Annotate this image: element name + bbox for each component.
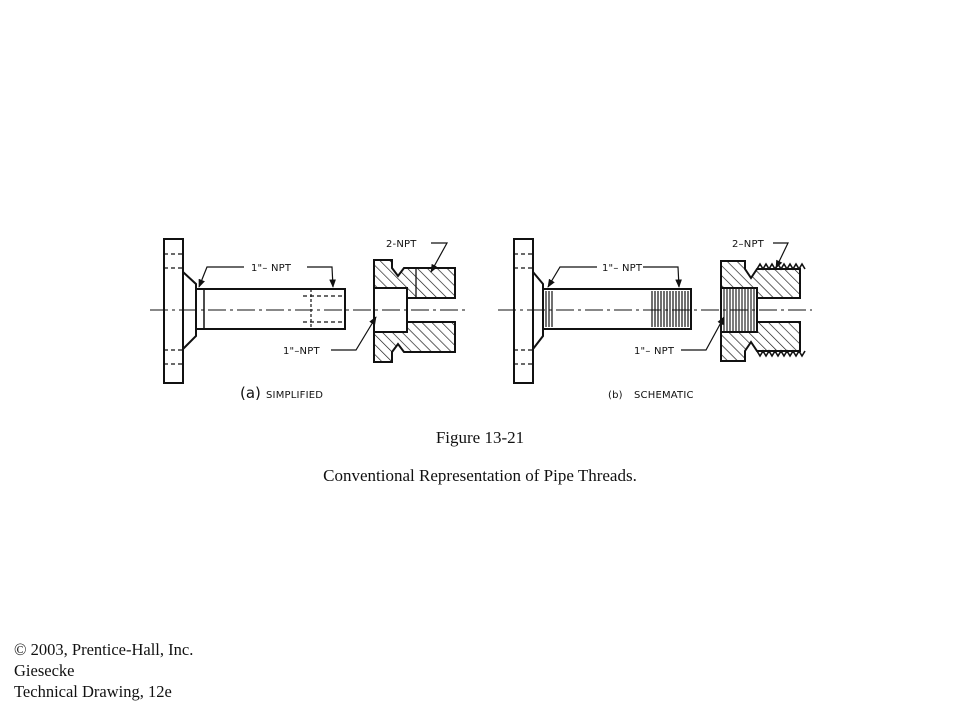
panel-a-letter: (a) <box>240 384 261 402</box>
panel-b-flange <box>513 238 544 384</box>
panel-a-flange <box>163 238 197 384</box>
panel-a-fitting-callout-top: 2-NPT <box>386 239 417 250</box>
panel-b-pipe <box>542 288 692 330</box>
panel-a-caption: SIMPLIFIED <box>266 390 323 401</box>
panel-b-fitting-callout-top: 2–NPT <box>732 239 765 250</box>
panel-a-fitting-callout-bottom: 1"–NPT <box>283 346 320 357</box>
panel-b-letter: (b) <box>608 390 623 401</box>
panel-b-pipe-thread-left <box>545 291 553 327</box>
panel-b-caption: SCHEMATIC <box>634 390 694 401</box>
external-thread-profile <box>756 262 806 271</box>
panel-a-leaders <box>198 242 449 351</box>
panel-b-fitting <box>720 260 801 362</box>
panel-b-pipe-thread-right <box>651 291 689 327</box>
panel-a-simplified: 1"– NPT 2-NPT 1"–NPT (a) SIMPLIFIED <box>150 238 465 402</box>
book-title-line: Technical Drawing, 12e <box>14 682 172 701</box>
panel-b-fitting-external-thread <box>756 262 806 358</box>
figure-number: Figure 13-21 <box>435 428 525 447</box>
panel-b-schematic: 1"– NPT 2–NPT 1"– NPT (b) SCHEMATIC <box>498 238 812 401</box>
author-line: Giesecke <box>14 661 75 680</box>
panel-b-fitting-callout-bottom: 1"– NPT <box>634 346 675 357</box>
panel-b-fitting-internal-thread <box>723 289 755 331</box>
panel-b-pipe-callout: 1"– NPT <box>602 263 643 274</box>
panel-a-fitting <box>373 259 456 363</box>
figure-caption: Conventional Representation of Pipe Thre… <box>323 466 637 485</box>
panel-a-pipe-callout: 1"– NPT <box>251 263 292 274</box>
panel-a-pipe <box>195 288 346 330</box>
external-thread-profile <box>756 349 806 358</box>
copyright-line: © 2003, Prentice-Hall, Inc. <box>14 640 194 659</box>
credits-block: © 2003, Prentice-Hall, Inc. Giesecke Tec… <box>14 639 193 702</box>
panel-b-leaders <box>547 242 789 351</box>
